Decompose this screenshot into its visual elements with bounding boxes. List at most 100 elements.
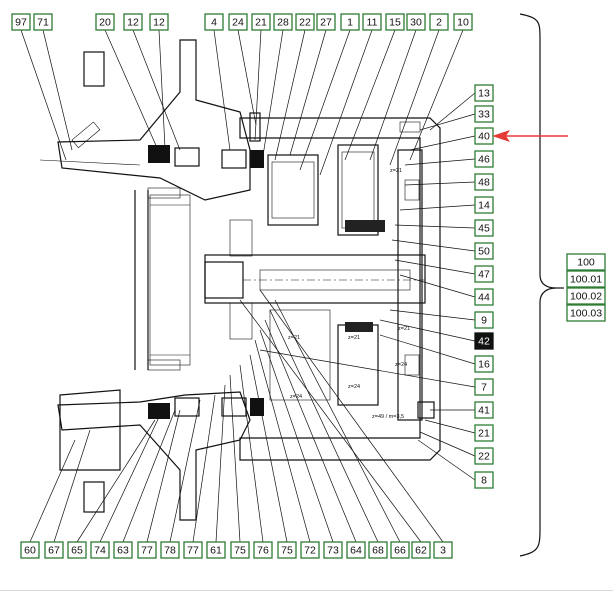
svg-text:11: 11 — [367, 17, 378, 29]
svg-text:4: 4 — [211, 17, 217, 29]
svg-text:68: 68 — [372, 545, 384, 557]
assembly-label: 100.02 — [566, 287, 606, 305]
svg-text:41: 41 — [478, 405, 490, 417]
callout-label-top: 12 — [123, 13, 143, 31]
callout-label-right: 13 — [474, 84, 494, 102]
svg-text:66: 66 — [394, 545, 406, 557]
callout-label-top: 11 — [362, 13, 382, 31]
assembly-bracket — [519, 13, 557, 557]
svg-text:24: 24 — [232, 17, 244, 29]
svg-text:2: 2 — [436, 17, 442, 29]
assembly-label: 100 — [566, 253, 606, 271]
callout-label-right: 40 — [474, 127, 494, 145]
gearbox-cross-section: z=21 z=21 z=24 z=21 z=24 z=21 z=24 z=49 … — [39, 39, 441, 521]
callout-label-bottom: 3 — [433, 541, 453, 559]
callout-label-bottom: 75 — [230, 541, 250, 559]
callout-label-right: 45 — [474, 219, 494, 237]
svg-text:27: 27 — [320, 17, 332, 29]
callout-label-top: 4 — [204, 13, 224, 31]
callout-label-top: 12 — [149, 13, 169, 31]
svg-text:30: 30 — [410, 17, 422, 29]
callout-label-top: 21 — [251, 13, 271, 31]
callout-label-top: 71 — [33, 13, 53, 31]
svg-text:61: 61 — [210, 545, 222, 557]
svg-text:42: 42 — [478, 336, 490, 348]
svg-text:12: 12 — [127, 17, 139, 29]
svg-text:64: 64 — [350, 545, 362, 557]
svg-text:13: 13 — [478, 88, 490, 100]
callout-label-right: 42 — [474, 332, 494, 350]
svg-text:8: 8 — [481, 475, 487, 487]
leader-lines — [20, 29, 476, 543]
callout-label-top: 27 — [316, 13, 336, 31]
callout-label-bottom: 60 — [20, 541, 40, 559]
svg-text:15: 15 — [389, 17, 401, 29]
svg-text:100.03: 100.03 — [570, 308, 602, 320]
svg-text:14: 14 — [478, 200, 490, 212]
callout-label-bottom: 61 — [206, 541, 226, 559]
svg-text:40: 40 — [478, 131, 490, 143]
svg-text:74: 74 — [94, 545, 106, 557]
gear-annotation: z=24 — [348, 384, 360, 390]
svg-text:22: 22 — [478, 451, 490, 463]
callout-label-top: 2 — [429, 13, 449, 31]
svg-text:62: 62 — [415, 545, 427, 557]
svg-text:100: 100 — [577, 257, 595, 269]
svg-text:75: 75 — [281, 545, 293, 557]
highlight-arrow-icon — [492, 130, 568, 142]
svg-text:77: 77 — [187, 545, 199, 557]
svg-text:50: 50 — [478, 246, 490, 258]
svg-text:33: 33 — [478, 109, 490, 121]
svg-text:9: 9 — [481, 315, 487, 327]
callout-label-bottom: 64 — [346, 541, 366, 559]
gear-annotation: z=21 — [398, 326, 410, 332]
svg-text:21: 21 — [478, 428, 490, 440]
callout-label-right: 21 — [474, 424, 494, 442]
callout-label-top: 1 — [340, 13, 360, 31]
svg-text:3: 3 — [440, 545, 446, 557]
assembly-label: 100.03 — [566, 304, 606, 322]
callout-label-right: 9 — [474, 311, 494, 329]
svg-text:67: 67 — [48, 545, 60, 557]
callout-label-top: 97 — [11, 13, 31, 31]
callout-label-bottom: 74 — [90, 541, 110, 559]
svg-text:12: 12 — [153, 17, 165, 29]
callout-label-top: 24 — [228, 13, 248, 31]
svg-text:20: 20 — [99, 17, 111, 29]
callout-label-right: 44 — [474, 288, 494, 306]
svg-text:76: 76 — [257, 545, 269, 557]
svg-text:71: 71 — [37, 17, 49, 29]
svg-text:46: 46 — [478, 154, 490, 166]
svg-text:75: 75 — [234, 545, 246, 557]
callout-label-right: 48 — [474, 173, 494, 191]
callout-label-bottom: 66 — [390, 541, 410, 559]
callout-label-right: 22 — [474, 447, 494, 465]
svg-text:77: 77 — [141, 545, 153, 557]
callout-label-right: 7 — [474, 378, 494, 396]
svg-text:44: 44 — [478, 292, 490, 304]
gear-annotation: z=21 — [348, 335, 360, 341]
callout-label-bottom: 75 — [277, 541, 297, 559]
svg-text:100.01: 100.01 — [570, 274, 602, 286]
callout-label-bottom: 65 — [67, 541, 87, 559]
callout-label-bottom: 68 — [368, 541, 388, 559]
svg-text:1: 1 — [347, 17, 353, 29]
callout-label-right: 41 — [474, 401, 494, 419]
svg-text:47: 47 — [478, 269, 490, 281]
svg-text:28: 28 — [277, 17, 289, 29]
callout-label-top: 20 — [95, 13, 115, 31]
callout-label-bottom: 72 — [300, 541, 320, 559]
callout-label-right: 8 — [474, 471, 494, 489]
callout-label-right: 14 — [474, 196, 494, 214]
gear-annotation: z=24 — [395, 362, 407, 368]
callout-label-bottom: 62 — [411, 541, 431, 559]
svg-text:22: 22 — [299, 17, 311, 29]
callout-label-top: 28 — [273, 13, 293, 31]
gear-annotation: z=24 — [290, 394, 302, 400]
gear-annotation: z=49 / m=3,5 — [372, 414, 404, 420]
svg-text:97: 97 — [15, 17, 27, 29]
svg-text:45: 45 — [478, 223, 490, 235]
